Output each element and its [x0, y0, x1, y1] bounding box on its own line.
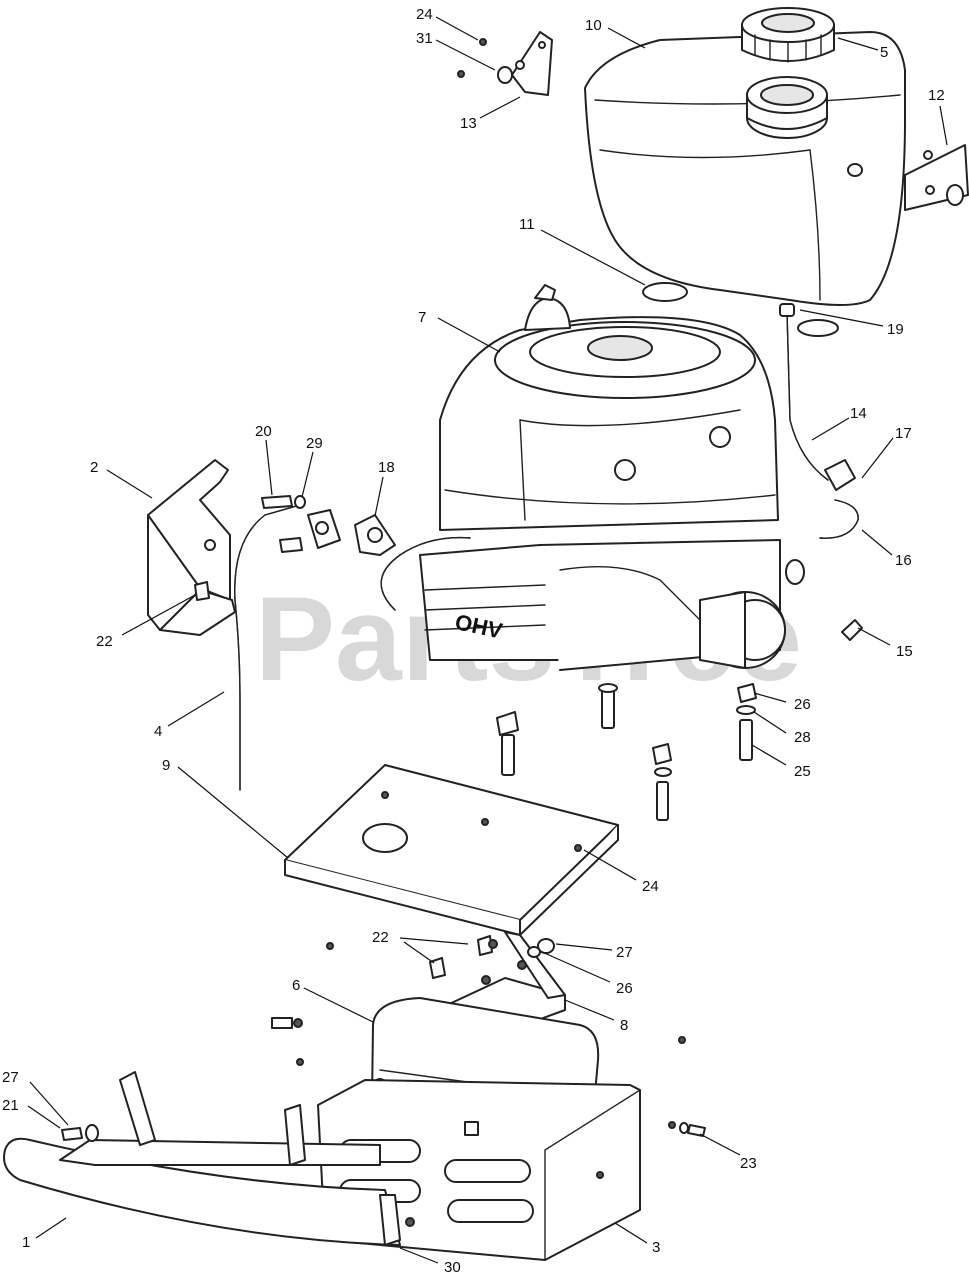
callout-10: 10 — [585, 17, 602, 34]
callout-15: 15 — [896, 643, 913, 660]
callout-3: 3 — [652, 1239, 660, 1256]
callout-31: 31 — [416, 30, 433, 47]
callout-labels: 24 31 13 10 5 12 11 19 7 14 17 16 15 2 2… — [2, 6, 945, 1276]
callout-7: 7 — [418, 309, 426, 326]
callout-9: 9 — [162, 757, 170, 774]
callout-16: 16 — [895, 552, 912, 569]
callout-24-mid: 24 — [642, 878, 659, 895]
callout-19: 19 — [887, 321, 904, 338]
engine-mount-plate — [284, 764, 619, 936]
callout-24-top: 24 — [416, 6, 433, 23]
callout-26-mid: 26 — [616, 980, 633, 997]
misc-hardware — [271, 1017, 706, 1137]
callout-21: 21 — [2, 1097, 19, 1114]
heat-shield — [147, 459, 236, 636]
callout-5: 5 — [880, 44, 888, 61]
callout-18: 18 — [378, 459, 395, 476]
engine: OHV — [380, 284, 805, 671]
callout-14: 14 — [850, 405, 867, 422]
callout-27-left: 27 — [2, 1069, 19, 1086]
callout-6: 6 — [292, 977, 300, 994]
callout-30: 30 — [444, 1259, 461, 1276]
callout-27-right: 27 — [616, 944, 633, 961]
tank-pad-washer — [642, 282, 688, 302]
callout-25: 25 — [794, 763, 811, 780]
callout-29: 29 — [306, 435, 323, 452]
fuel-tank — [584, 31, 906, 306]
leader-lines — [27, 16, 948, 1264]
tank-bracket-right — [904, 144, 969, 211]
callout-20: 20 — [255, 423, 272, 440]
callout-22-mid: 22 — [372, 929, 389, 946]
callout-13: 13 — [460, 115, 477, 132]
exhaust-pipe — [234, 495, 341, 791]
exhaust-gasket — [354, 514, 396, 556]
engine-mount-hardware — [496, 683, 757, 821]
callout-4: 4 — [154, 723, 162, 740]
tank-bracket-left — [457, 31, 553, 96]
tank-pad-washer-2 — [797, 319, 839, 337]
callout-11: 11 — [519, 216, 535, 233]
callout-22-left: 22 — [96, 633, 113, 650]
callout-28: 28 — [794, 729, 811, 746]
callout-26-top: 26 — [794, 696, 811, 713]
fuel-line-assembly — [779, 303, 863, 641]
front-bumper — [3, 1071, 415, 1246]
callout-17: 17 — [895, 425, 912, 442]
fuel-cap — [741, 7, 835, 63]
callout-1: 1 — [22, 1234, 30, 1251]
callout-2: 2 — [90, 459, 98, 476]
callout-23: 23 — [740, 1155, 757, 1172]
callout-8: 8 — [620, 1017, 628, 1034]
callout-12: 12 — [928, 87, 945, 104]
